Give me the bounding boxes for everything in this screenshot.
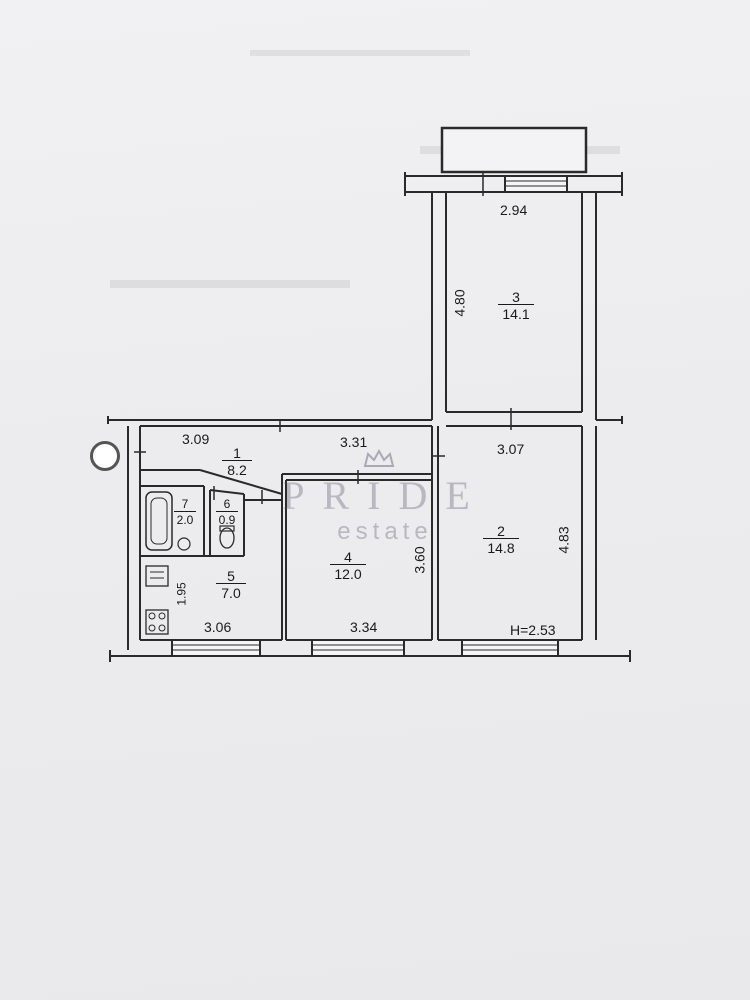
room-7-area: 2.0	[174, 511, 196, 526]
window-room2	[461, 639, 559, 657]
kitchen-stove	[145, 609, 169, 635]
room-3-number: 3	[512, 289, 520, 305]
brand-watermark: PRIDE estate	[220, 476, 550, 546]
room-7-number: 7	[181, 497, 189, 511]
ceiling-height: H=2.53	[510, 622, 556, 638]
dim-room4-length: 3.60	[411, 546, 428, 574]
room-6-number: 6	[223, 497, 231, 511]
room-2-number: 2	[497, 523, 505, 539]
watermark-main: PRIDE	[282, 473, 488, 518]
room-1-number: 1	[233, 445, 241, 461]
room-2-area: 14.8	[483, 538, 519, 555]
dim-hall-left: 3.09	[182, 431, 210, 447]
room-3-area: 14.1	[498, 304, 534, 321]
dim-room3-width: 2.94	[500, 202, 528, 218]
dim-room2-width: 3.07	[497, 441, 525, 457]
entrance-marker-icon	[90, 441, 120, 471]
watermark-sub: estate	[337, 518, 433, 545]
show-through-text	[250, 30, 470, 56]
window-kitchen	[171, 639, 261, 657]
room-4-number: 4	[344, 549, 352, 565]
toilet	[219, 527, 235, 549]
crown-icon	[363, 448, 395, 467]
dim-room4-width: 3.34	[350, 619, 378, 635]
window-top	[504, 175, 568, 193]
balcony-slab	[440, 126, 588, 174]
show-through-text	[110, 262, 350, 288]
room-5-area: 7.0	[216, 583, 246, 600]
kitchen-sink	[145, 565, 169, 587]
dim-hall-right: 3.31	[340, 434, 368, 450]
room-6-area: 0.9	[216, 511, 238, 526]
dim-kitchen-length: 1.95	[174, 582, 189, 606]
dim-room3-length: 4.80	[451, 289, 468, 317]
room-4-area: 12.0	[330, 564, 366, 581]
dim-room2-length: 4.83	[555, 526, 572, 554]
room-5-number: 5	[227, 568, 235, 584]
bathtub	[145, 491, 173, 551]
room-1-area: 8.2	[222, 460, 252, 477]
dim-kitchen-width: 3.06	[204, 619, 232, 635]
window-room4	[311, 639, 405, 657]
